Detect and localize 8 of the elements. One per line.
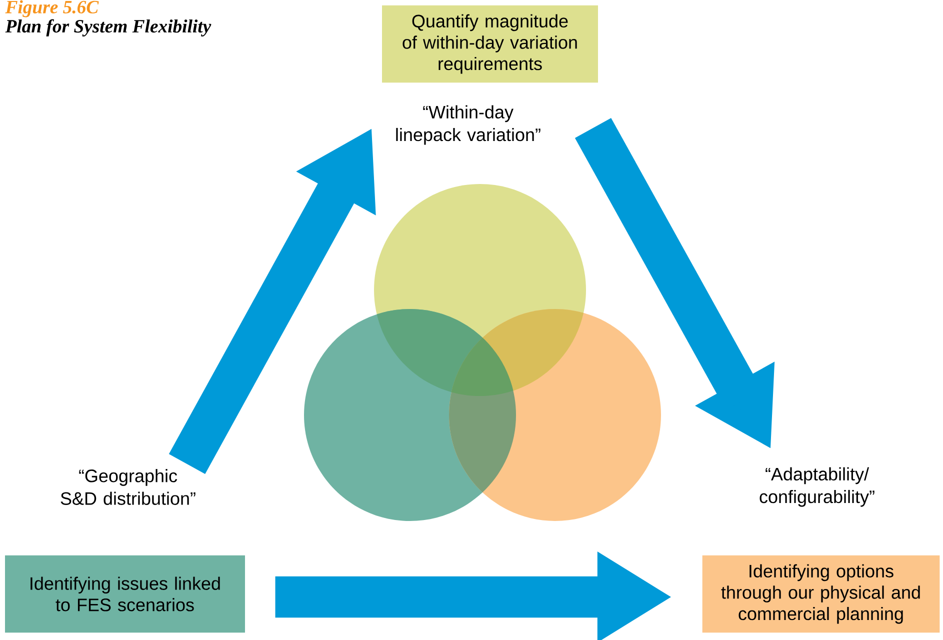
quote-label: “Geographic S&D distribution” [60,469,196,505]
figure-title: Plan for System Flexibility [5,19,212,36]
quote-label: “Adaptability/ configurability” [760,467,874,507]
text-box: Quantify magnitude of within-day variation requirements [382,5,598,83]
text-box: Identifying options through our physical and commercial planning [702,555,940,633]
quote-label: “Within-day linepack variation” [396,105,540,145]
figure-number: Figure 5.6C [5,0,99,18]
text-box: Identifying issues linked to FES scenarios [5,555,245,633]
